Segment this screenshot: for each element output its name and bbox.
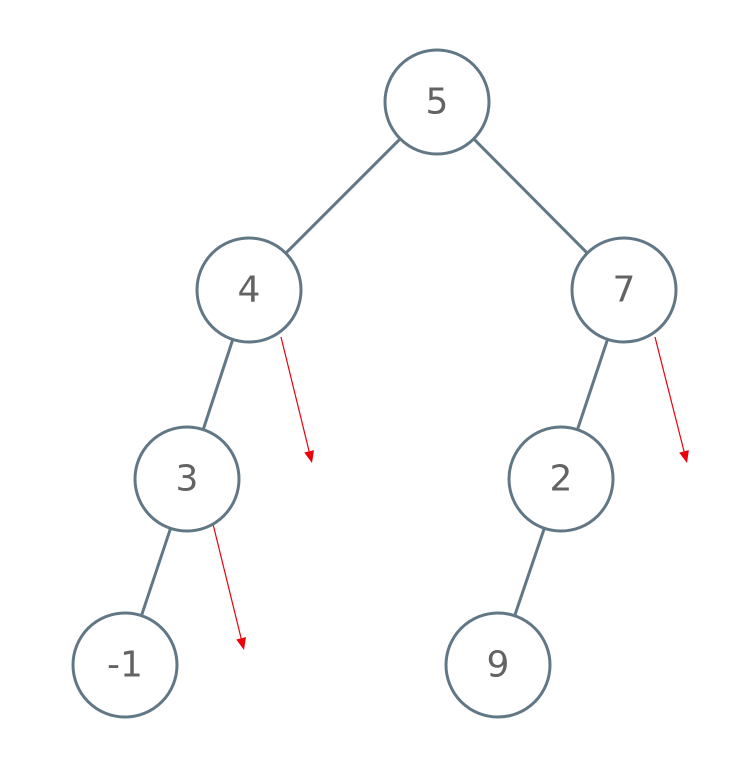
red-arrow-from-n4 [280, 336, 314, 463]
red-arrow-head [236, 637, 246, 650]
tree-node: 9 [444, 611, 552, 719]
tree-node-circle [133, 425, 241, 533]
tree-edge-n3-nm1 [140, 527, 172, 617]
tree-node: 3 [133, 425, 241, 533]
tree-node-circle [383, 48, 491, 156]
tree-node-circle [195, 236, 303, 344]
red-arrow-shaft [212, 523, 242, 639]
tree-node-circle [570, 236, 678, 344]
tree-node-circle [507, 425, 615, 533]
tree-node: 5 [383, 48, 491, 156]
tree-node-label: 2 [550, 459, 573, 500]
tree-node-circle [444, 611, 552, 719]
red-arrow-shaft [280, 336, 310, 452]
tree-node-label: 5 [426, 82, 449, 123]
tree-edge-n7-n2 [576, 338, 609, 431]
tree-node-label: 3 [176, 459, 199, 500]
red-arrow-head [304, 450, 314, 463]
tree-edge-n2-n9 [513, 527, 546, 617]
tree-node: -1 [71, 611, 179, 719]
tree-node-label: -1 [107, 645, 143, 686]
tree-node-circle [71, 611, 179, 719]
red-arrow-from-n7 [654, 336, 689, 463]
arrows-layer [212, 336, 689, 650]
edges-layer [140, 137, 609, 617]
tree-node: 2 [507, 425, 615, 533]
tree-node-label: 7 [613, 270, 636, 311]
red-arrow-head [679, 450, 689, 463]
tree-edge-n5-n4 [284, 137, 402, 255]
tree-node-label: 9 [487, 645, 510, 686]
red-arrow-from-n3 [212, 523, 246, 650]
tree-node: 4 [195, 236, 303, 344]
tree-node-label: 4 [238, 270, 261, 311]
tree-edge-n5-n7 [472, 137, 589, 255]
tree-node: 7 [570, 236, 678, 344]
tree-edge-n4-n3 [201, 338, 235, 431]
nodes-layer: 5 4 7 3 2 -1 9 [71, 48, 678, 719]
red-arrow-shaft [654, 336, 685, 452]
